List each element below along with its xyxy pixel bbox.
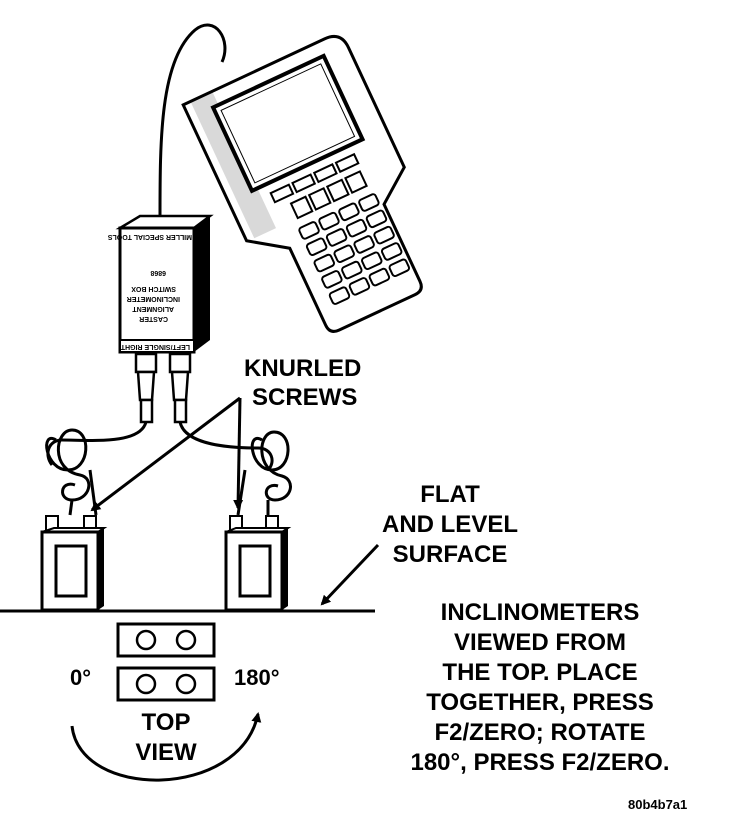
top-view-inclinometer-lower	[116, 666, 216, 702]
flat-surface-label-line3: SURFACE	[392, 541, 508, 568]
flat-surface-label-line1: FLAT	[420, 481, 480, 508]
switch-box-text-2: ALIGNMENT	[132, 305, 174, 312]
instructions-block: INCLINOMETERS VIEWED FROM THE TOP. PLACE…	[380, 598, 700, 778]
flat-surface-arrow	[320, 543, 380, 606]
switch-box	[115, 214, 214, 354]
figure-id: 80b4b7a1	[628, 797, 688, 812]
switch-box-text-3: INCLINOMETER	[126, 295, 180, 302]
inclinometer-cables	[45, 421, 292, 516]
switch-box-connectors	[134, 352, 192, 424]
flat-surface-label-line2: AND LEVEL	[381, 511, 518, 538]
instructions-line-4: TOGETHER, PRESS	[426, 689, 654, 716]
instructions-line-1: INCLINOMETERS	[440, 599, 640, 626]
tester-cable	[158, 23, 227, 219]
function-keys	[269, 152, 360, 204]
angle-180-label: 180°	[234, 665, 280, 690]
inclinometer-left	[40, 515, 108, 612]
knurled-screws-arrow-right	[233, 397, 244, 510]
switch-box-ports-label: LEFT/SINGLE RIGHT	[120, 343, 190, 350]
switch-box-model: 6868	[150, 269, 166, 276]
instructions-line-5: F2/ZERO; ROTATE	[434, 719, 646, 746]
knurled-screws-label-line1: KNURLED	[244, 355, 362, 382]
angle-0-label: 0°	[70, 665, 92, 690]
instructions-line-3: THE TOP. PLACE	[442, 659, 638, 686]
instructions-line-6: 180°, PRESS F2/ZERO.	[410, 749, 670, 776]
top-view-label-line1: TOP	[141, 709, 191, 736]
switch-box-label: LEFT/SINGLE RIGHT CASTER ALIGNMENT INCLI…	[108, 228, 194, 352]
handheld-scan-tool	[181, 35, 423, 333]
switch-box-vendor: MILLER SPECIAL TOOLS	[107, 233, 192, 240]
rotation-arrow	[70, 712, 262, 782]
keypad	[298, 193, 411, 305]
knurled-screws-arrow-left	[90, 396, 241, 512]
switch-box-text-4: SWITCH BOX	[131, 285, 176, 292]
knurled-screws-label-line2: SCREWS	[252, 384, 358, 411]
inclinometer-right	[224, 515, 292, 612]
scan-tool-screen	[210, 53, 366, 194]
top-view-label-line2: VIEW	[135, 739, 197, 766]
top-view-inclinometer-upper	[116, 622, 216, 658]
instructions-line-2: VIEWED FROM	[454, 629, 626, 656]
arrow-keys	[289, 170, 368, 220]
switch-box-text-1: CASTER	[139, 315, 168, 322]
